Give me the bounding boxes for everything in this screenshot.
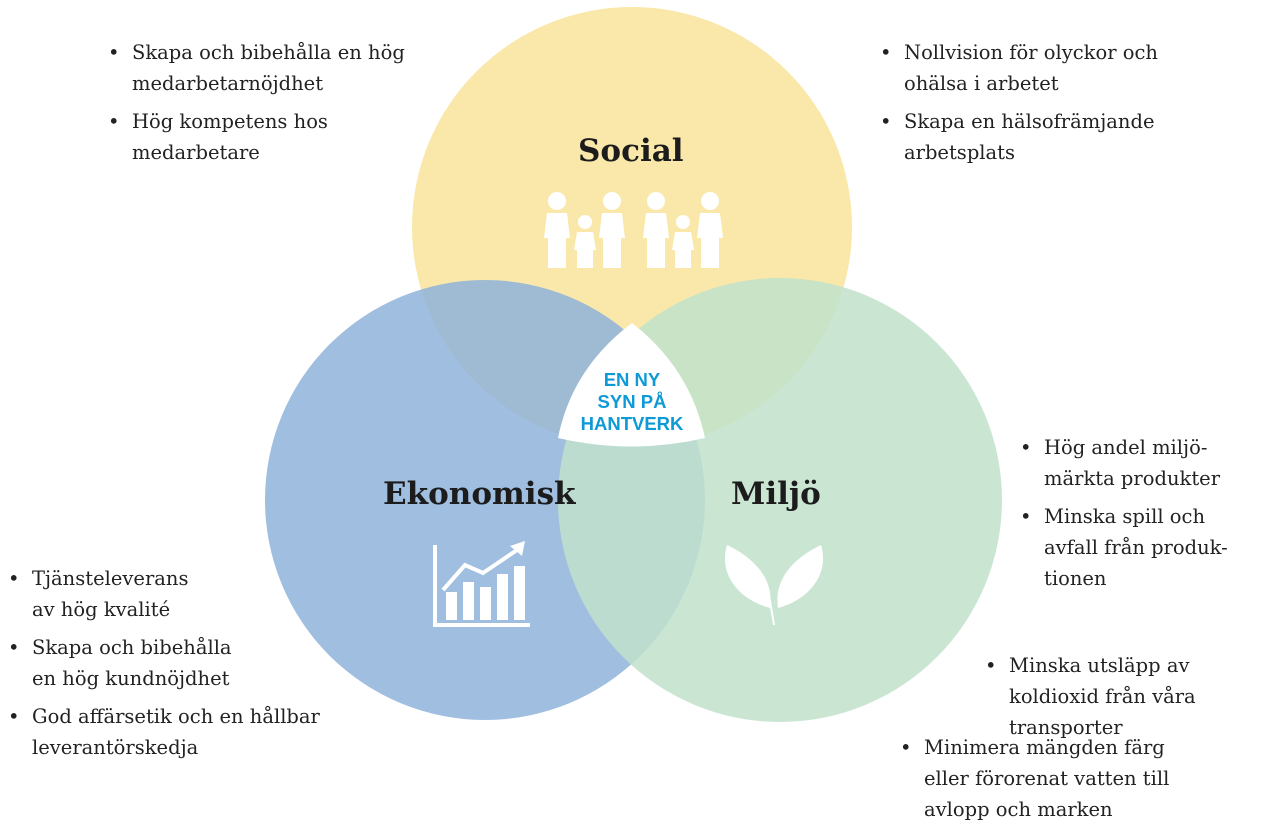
goal-item-line: en hög kundnöjdhet: [32, 667, 230, 690]
goal-item-line: Skapa en hälsofrämjande: [904, 110, 1155, 133]
goal-item-line: Nollvision för olyckor och: [904, 41, 1158, 64]
center-label-line-3: HANTVERK: [580, 413, 684, 434]
growth-chart-icon: [433, 541, 530, 627]
goal-item-line: Hög andel miljö-: [1044, 436, 1208, 459]
goal-item: Minska spill och avfall från produk-tione…: [1018, 501, 1228, 594]
goal-item-line: tionen: [1044, 567, 1107, 590]
goal-item: Tjänsteleverans av hög kvalité: [6, 563, 320, 625]
social-title: Social: [578, 133, 684, 169]
center-label-line-1: EN NY: [603, 369, 661, 390]
goal-item-line: medarbetarnöjdhet: [132, 72, 324, 95]
goal-item-line: Minimera mängden färg: [924, 736, 1165, 759]
goal-item-line: märkta produkter: [1044, 467, 1221, 490]
miljo-title: Miljö: [731, 476, 821, 512]
goal-item: Nollvision för olyckor och ohälsa i arbet…: [878, 37, 1158, 99]
leaves-icon: [724, 545, 824, 626]
goal-item-line: Minska utsläpp av: [1009, 654, 1190, 677]
goal-item-line: arbetsplats: [904, 141, 1016, 164]
goal-item-line: Minska spill och: [1044, 505, 1206, 528]
goal-item-line: Hög kompetens hos: [132, 110, 328, 133]
social-goals-right-list: Nollvision för olyckor och ohälsa i arbet…: [878, 37, 1158, 175]
goal-item: Skapa en hälsofrämjande arbetsplats: [878, 106, 1158, 168]
goal-item-line: ohälsa i arbetet: [904, 72, 1059, 95]
goal-item: God affärsetik och en hållbar leverantörs…: [6, 701, 320, 763]
goal-item-line: Tjänsteleverans: [32, 567, 189, 590]
goal-item: Hög kompetens hos medarbetare: [106, 106, 405, 168]
goal-item-line: avlopp och marken: [924, 798, 1113, 821]
goal-item-line: God affärsetik och en hållbar: [32, 705, 320, 728]
goal-item-line: Skapa och bibehålla en hög: [132, 41, 405, 64]
environment-goals-list: Hög andel miljö-märkta produkterMinska s…: [1018, 432, 1228, 601]
goal-item-line: avfall från produk-: [1044, 536, 1228, 559]
goal-item: Skapa och bibehålla en hög medarbetarnöjd…: [106, 37, 405, 99]
family-people-icon: [544, 192, 723, 268]
social-goals-left-list: Skapa och bibehålla en hög medarbetarnöjd…: [106, 37, 405, 175]
economic-goals-list: Tjänsteleverans av hög kvalitéSkapa och b…: [6, 563, 320, 770]
goal-item-line: eller förorenat vatten till: [924, 767, 1170, 790]
goal-item: Skapa och bibehålla en hög kundnöjdhet: [6, 632, 320, 694]
goal-item-line: av hög kvalité: [32, 598, 171, 621]
goal-item-line: koldioxid från våra: [1009, 685, 1196, 708]
center-label-line-2: SYN PÅ: [597, 391, 667, 412]
goal-item: Minimera mängden färg eller förorenat vat…: [898, 732, 1169, 825]
environment-goals-list-water: Minimera mängden färg eller förorenat vat…: [898, 732, 1169, 832]
goal-item-line: leverantörskedja: [32, 736, 199, 759]
center-region: [558, 323, 705, 447]
ekonomisk-title: Ekonomisk: [383, 476, 576, 512]
goal-item-line: medarbetare: [132, 141, 260, 164]
goal-item-line: Skapa och bibehålla: [32, 636, 232, 659]
goal-item: Hög andel miljö-märkta produkter: [1018, 432, 1228, 494]
